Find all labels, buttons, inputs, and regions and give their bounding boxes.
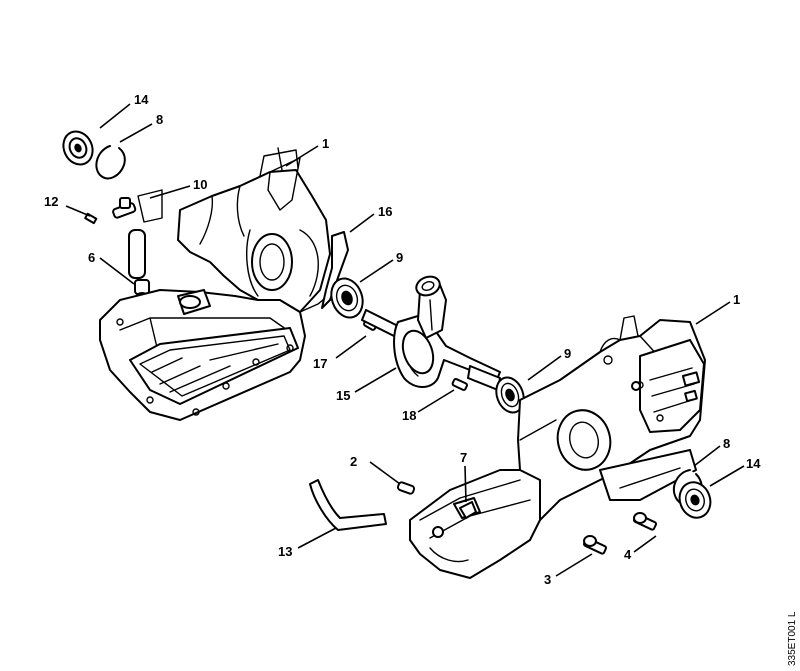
crankcase-left-half-part-1 [99, 147, 334, 421]
callout-7: 7 [460, 450, 467, 465]
fitting-part-10 [112, 189, 163, 223]
callout-14-top: 14 [134, 92, 149, 107]
callout-labels: 14 8 1 10 12 16 6 9 1 17 9 15 18 2 7 8 1… [44, 92, 761, 587]
ball-bearing-part-9-top [330, 277, 364, 319]
ball-bearing-part-9-middle [495, 376, 525, 414]
callout-15: 15 [336, 388, 350, 403]
hose-part-13 [309, 479, 387, 531]
key-part-18 [451, 377, 468, 391]
callout-13: 13 [278, 544, 292, 559]
callout-8-right: 8 [723, 436, 730, 451]
screw-part-4 [632, 512, 658, 531]
callout-18: 18 [402, 408, 416, 423]
leader-lines [65, 103, 745, 577]
callout-12: 12 [44, 194, 58, 209]
callout-14-right: 14 [746, 456, 761, 471]
sleeve-part-2 [396, 481, 416, 495]
callout-3: 3 [544, 572, 551, 587]
crankshaft-part-15 [361, 275, 501, 391]
clip-part-7 [459, 501, 477, 519]
callout-1-left: 1 [322, 136, 329, 151]
pin-part-12 [84, 212, 98, 225]
callout-4: 4 [624, 547, 632, 562]
callout-9-top: 9 [396, 250, 403, 265]
callout-10: 10 [193, 177, 207, 192]
callout-17: 17 [313, 356, 327, 371]
crankcase-right-half-part-1 [409, 315, 706, 579]
callout-2: 2 [350, 454, 357, 469]
callout-6: 6 [88, 250, 95, 265]
gasket-part-16 [321, 231, 349, 309]
oil-seal-part-14-top [62, 130, 94, 166]
screw-part-3 [582, 535, 608, 555]
oil-seal-part-14-right [678, 481, 712, 519]
drawing-code: 335ET001 L [787, 611, 798, 666]
impulse-hose-part-6 [128, 229, 150, 300]
circlip-part-8-top [95, 145, 126, 180]
callout-8-top: 8 [156, 112, 163, 127]
callout-1-right: 1 [733, 292, 740, 307]
callout-16: 16 [378, 204, 392, 219]
callout-9-middle: 9 [564, 346, 571, 361]
